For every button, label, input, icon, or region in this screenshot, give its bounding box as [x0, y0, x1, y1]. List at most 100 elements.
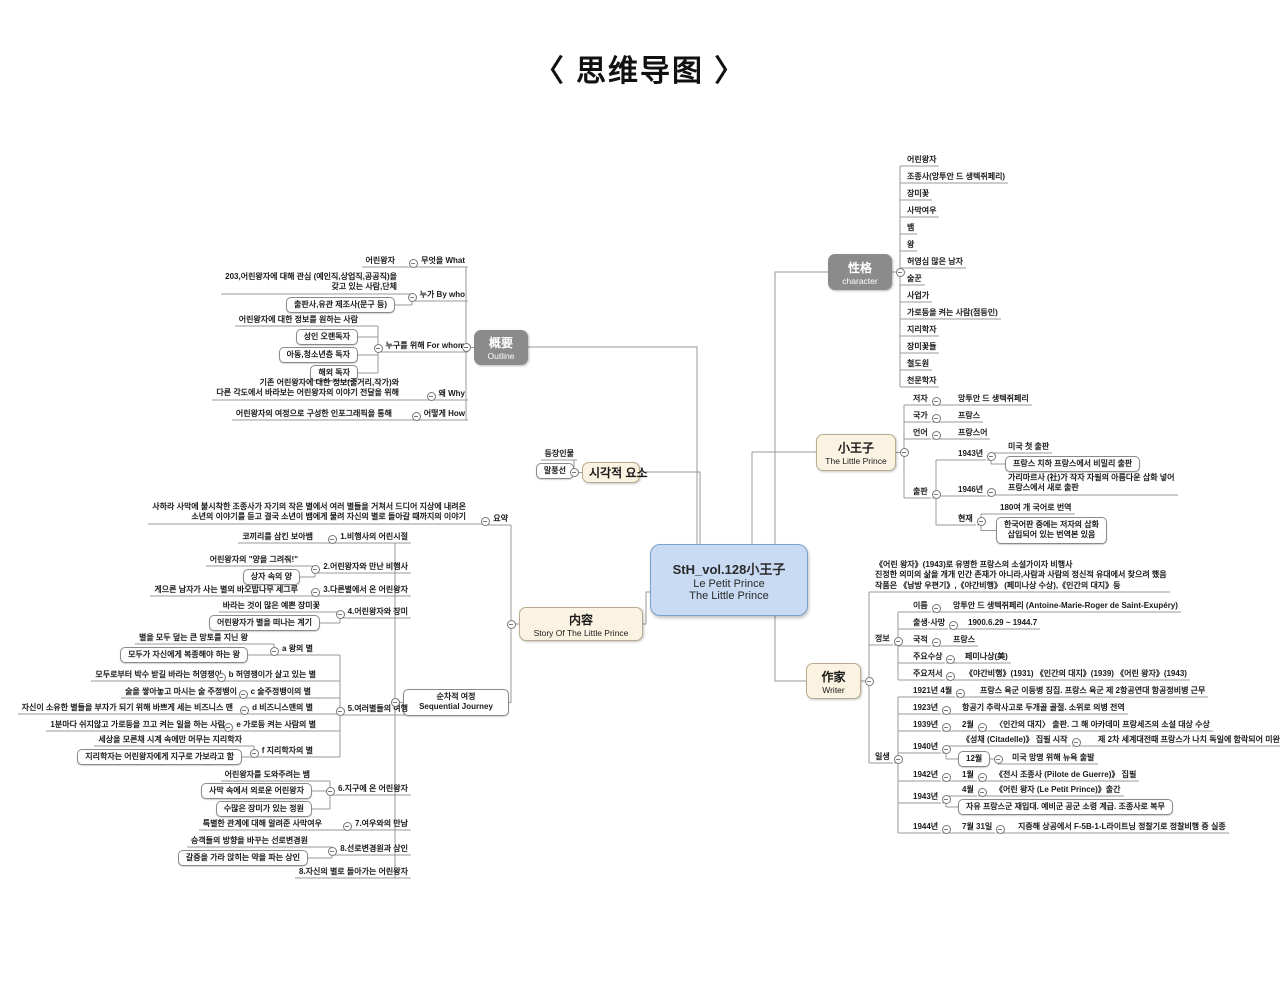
story-section-3-collapse-toggle[interactable]: [310, 587, 320, 597]
section8-item1[interactable]: 승객들의 방향을 바꾸는 선로변경원: [191, 836, 308, 846]
character-king[interactable]: 왕: [907, 240, 914, 250]
pub-now[interactable]: 현재: [958, 514, 973, 524]
life-1939[interactable]: 1939년: [913, 720, 938, 730]
section3-item[interactable]: 게으른 남자가 사는 별의 바오밥나무 세그루: [154, 585, 298, 595]
star-b-collapse-toggle[interactable]: [216, 672, 226, 682]
info-birth-death[interactable]: 출생·사망: [913, 618, 945, 628]
pub-1943-collapse-toggle[interactable]: [986, 451, 996, 461]
star-c-collapse-toggle[interactable]: [238, 689, 248, 699]
character-rose[interactable]: 장미꽃: [907, 189, 929, 199]
life-1944-collapse-toggle[interactable]: [941, 824, 951, 834]
life-1940-citadelle-item[interactable]: 제 2차 세계대전때 프랑스가 나치 독일에 함락되어 미완성: [1098, 735, 1280, 745]
story-section-8-collapse-toggle[interactable]: [327, 846, 337, 856]
life-1944-jul31-collapse-toggle[interactable]: [995, 824, 1005, 834]
story-summary-text[interactable]: 사하라 사막에 불시착한 조종사가 자기의 작은 별에서 여러 별들을 거쳐서 …: [152, 502, 466, 523]
character-lamplighter[interactable]: 가로등을 켜는 사람(점등인): [907, 308, 998, 318]
outline-what-collapse-toggle[interactable]: [408, 258, 418, 268]
outline-forwhom-item1[interactable]: 어린왕자에 대한 정보를 원하는 사람: [239, 315, 358, 325]
pub-1946[interactable]: 1946년: [958, 485, 983, 495]
star-d-item[interactable]: 자신이 소유한 별들을 부자가 되기 위해 바쁘게 세는 비즈니스 맨: [22, 703, 233, 713]
topic-character-collapse-toggle[interactable]: [895, 267, 905, 277]
star-a-item1[interactable]: 별을 모두 덮는 큰 망토를 지닌 왕: [139, 633, 248, 643]
outline-bywho-item2-box[interactable]: 출판사,유관 제조사(문구 등): [286, 297, 395, 314]
character-roses[interactable]: 장미꽃들: [907, 342, 936, 352]
topic-visual-elements[interactable]: 시각적 요소: [582, 462, 648, 483]
info-awards-collapse-toggle[interactable]: [945, 654, 955, 664]
section6-item2-box[interactable]: 사막 속에서 외로운 어린왕자: [201, 783, 312, 800]
topic-story-collapse-toggle[interactable]: [506, 619, 516, 629]
life-1943-item[interactable]: 《어린 왕자 (Le Petit Prince)》출간: [995, 785, 1121, 795]
life-1943-collapse-toggle[interactable]: [941, 794, 951, 804]
character-snake[interactable]: 뱀: [907, 223, 914, 233]
life-1940-dec-box[interactable]: 12월: [958, 751, 991, 768]
outline-forwhom-collapse-toggle[interactable]: [373, 343, 383, 353]
life-1944-jul31[interactable]: 7월 31일: [962, 822, 992, 832]
life-1943-apr-collapse-toggle[interactable]: [977, 787, 987, 797]
life-1943-apr[interactable]: 4월: [962, 785, 974, 795]
info-nationality-collapse-toggle[interactable]: [931, 637, 941, 647]
character-drunkard[interactable]: 술꾼: [907, 274, 922, 284]
topic-visual-elements-collapse-toggle[interactable]: [569, 468, 579, 477]
book-author-collapse-toggle[interactable]: [931, 396, 941, 406]
star-b-item[interactable]: 모두로부터 박수 받길 바라는 허영쟁이: [95, 670, 222, 680]
life-1942-item[interactable]: 《전시 조종사 (Pilote de Guerre)》 집필: [995, 770, 1136, 780]
story-section-6[interactable]: 6.지구에 온 어린왕자: [338, 784, 408, 794]
info-works-collapse-toggle[interactable]: [945, 671, 955, 681]
book-country[interactable]: 국가: [913, 411, 928, 421]
section2-item2-box[interactable]: 상자 속의 양: [242, 569, 300, 586]
story-section-6-collapse-toggle[interactable]: [325, 786, 335, 796]
story-section-9[interactable]: 8.자신의 별로 돌아가는 어린왕자: [299, 867, 408, 877]
pub-1943[interactable]: 1943년: [958, 449, 983, 459]
info-works-value[interactable]: 《야간비행》(1931) 《인간의 대지》(1939) 《어린 왕자》(1943…: [965, 669, 1187, 679]
outline-forwhom-item4-box[interactable]: 해외 독자: [310, 365, 358, 382]
life-1940-dec-box-collapse-toggle[interactable]: [993, 754, 1003, 764]
info-name-value[interactable]: 앙투안 드 생텍쥐페리 (Antoine-Marie-Roger de Sain…: [953, 601, 1178, 611]
life-1939-item[interactable]: 〈인간의 대지〉 출판. 그 해 아카데미 프랑세즈의 소설 대상 수상: [995, 720, 1210, 730]
outline-what[interactable]: 무엇을 What: [421, 256, 465, 266]
book-language-value[interactable]: 프랑스어: [958, 428, 987, 438]
life-1923[interactable]: 1923년: [913, 703, 938, 713]
book-language[interactable]: 언어: [913, 428, 928, 438]
visual-speech-bubble-box[interactable]: 말풍선: [535, 463, 574, 480]
pub-1946-collapse-toggle[interactable]: [986, 487, 996, 497]
writer-info-collapse-toggle[interactable]: [893, 636, 903, 646]
star-a[interactable]: a 왕의 별: [282, 644, 313, 654]
outline-what-item[interactable]: 어린왕자: [366, 256, 395, 266]
section2-item1[interactable]: 어린왕자의 "양을 그려줘!": [210, 555, 298, 565]
life-1940-citadelle[interactable]: 《성채 (Citadelle)》 집필 시작: [962, 735, 1068, 745]
book-publication[interactable]: 출판: [913, 487, 928, 497]
star-d[interactable]: d 비즈니스맨의 별: [252, 703, 313, 713]
story-sequential-journey-collapse-toggle[interactable]: [390, 698, 400, 707]
story-section-8[interactable]: 8.선로변경원과 상인: [340, 844, 408, 854]
life-1942-jan-collapse-toggle[interactable]: [977, 772, 987, 782]
outline-forwhom-item2-box[interactable]: 성인 오랜독자: [295, 329, 358, 346]
story-section-2-collapse-toggle[interactable]: [310, 564, 320, 574]
section8-item2-box[interactable]: 갈증을 가라 앉히는 약을 파는 상인: [177, 850, 308, 867]
section4-item1[interactable]: 바라는 것이 많은 예쁜 장미꽃: [223, 601, 320, 611]
star-a-item2-box[interactable]: 모두가 자신에게 복종해야 하는 왕: [120, 647, 248, 664]
pub-1943-item2-box[interactable]: 프랑스 치하 프랑스에서 비밀리 출판: [1005, 456, 1141, 473]
info-awards-value[interactable]: 페미나상(美): [965, 652, 1008, 662]
section1-item[interactable]: 코끼리를 삼킨 보아뱀: [242, 532, 313, 542]
story-section-7-collapse-toggle[interactable]: [342, 821, 352, 831]
star-d-collapse-toggle[interactable]: [239, 705, 249, 715]
life-1940-collapse-toggle[interactable]: [941, 744, 951, 754]
info-awards[interactable]: 주요수상: [913, 652, 942, 662]
life-1942[interactable]: 1942년: [913, 770, 938, 780]
info-birth-death-collapse-toggle[interactable]: [948, 620, 958, 630]
life-1944-item[interactable]: 지중해 상공에서 F-5B-1-L라이트닝 정찰기로 정찰비행 중 실종: [1018, 822, 1226, 832]
outline-how-item[interactable]: 어린왕자의 여정으로 구성한 인포그래픽을 통해: [236, 409, 392, 419]
story-section-5[interactable]: 5.여러별들의 여행: [348, 704, 408, 714]
life-1943-box[interactable]: 자유 프랑스군 재입대. 예비군 공군 소령 계급. 조종사로 복무: [958, 799, 1173, 816]
outline-bywho-collapse-toggle[interactable]: [407, 292, 417, 302]
character-pilot[interactable]: 조종사(앙투안 드 생텍쥐페리): [907, 172, 1005, 182]
star-f-item1[interactable]: 세상을 모른채 시계 속에만 머무는 지리학자: [98, 735, 242, 745]
